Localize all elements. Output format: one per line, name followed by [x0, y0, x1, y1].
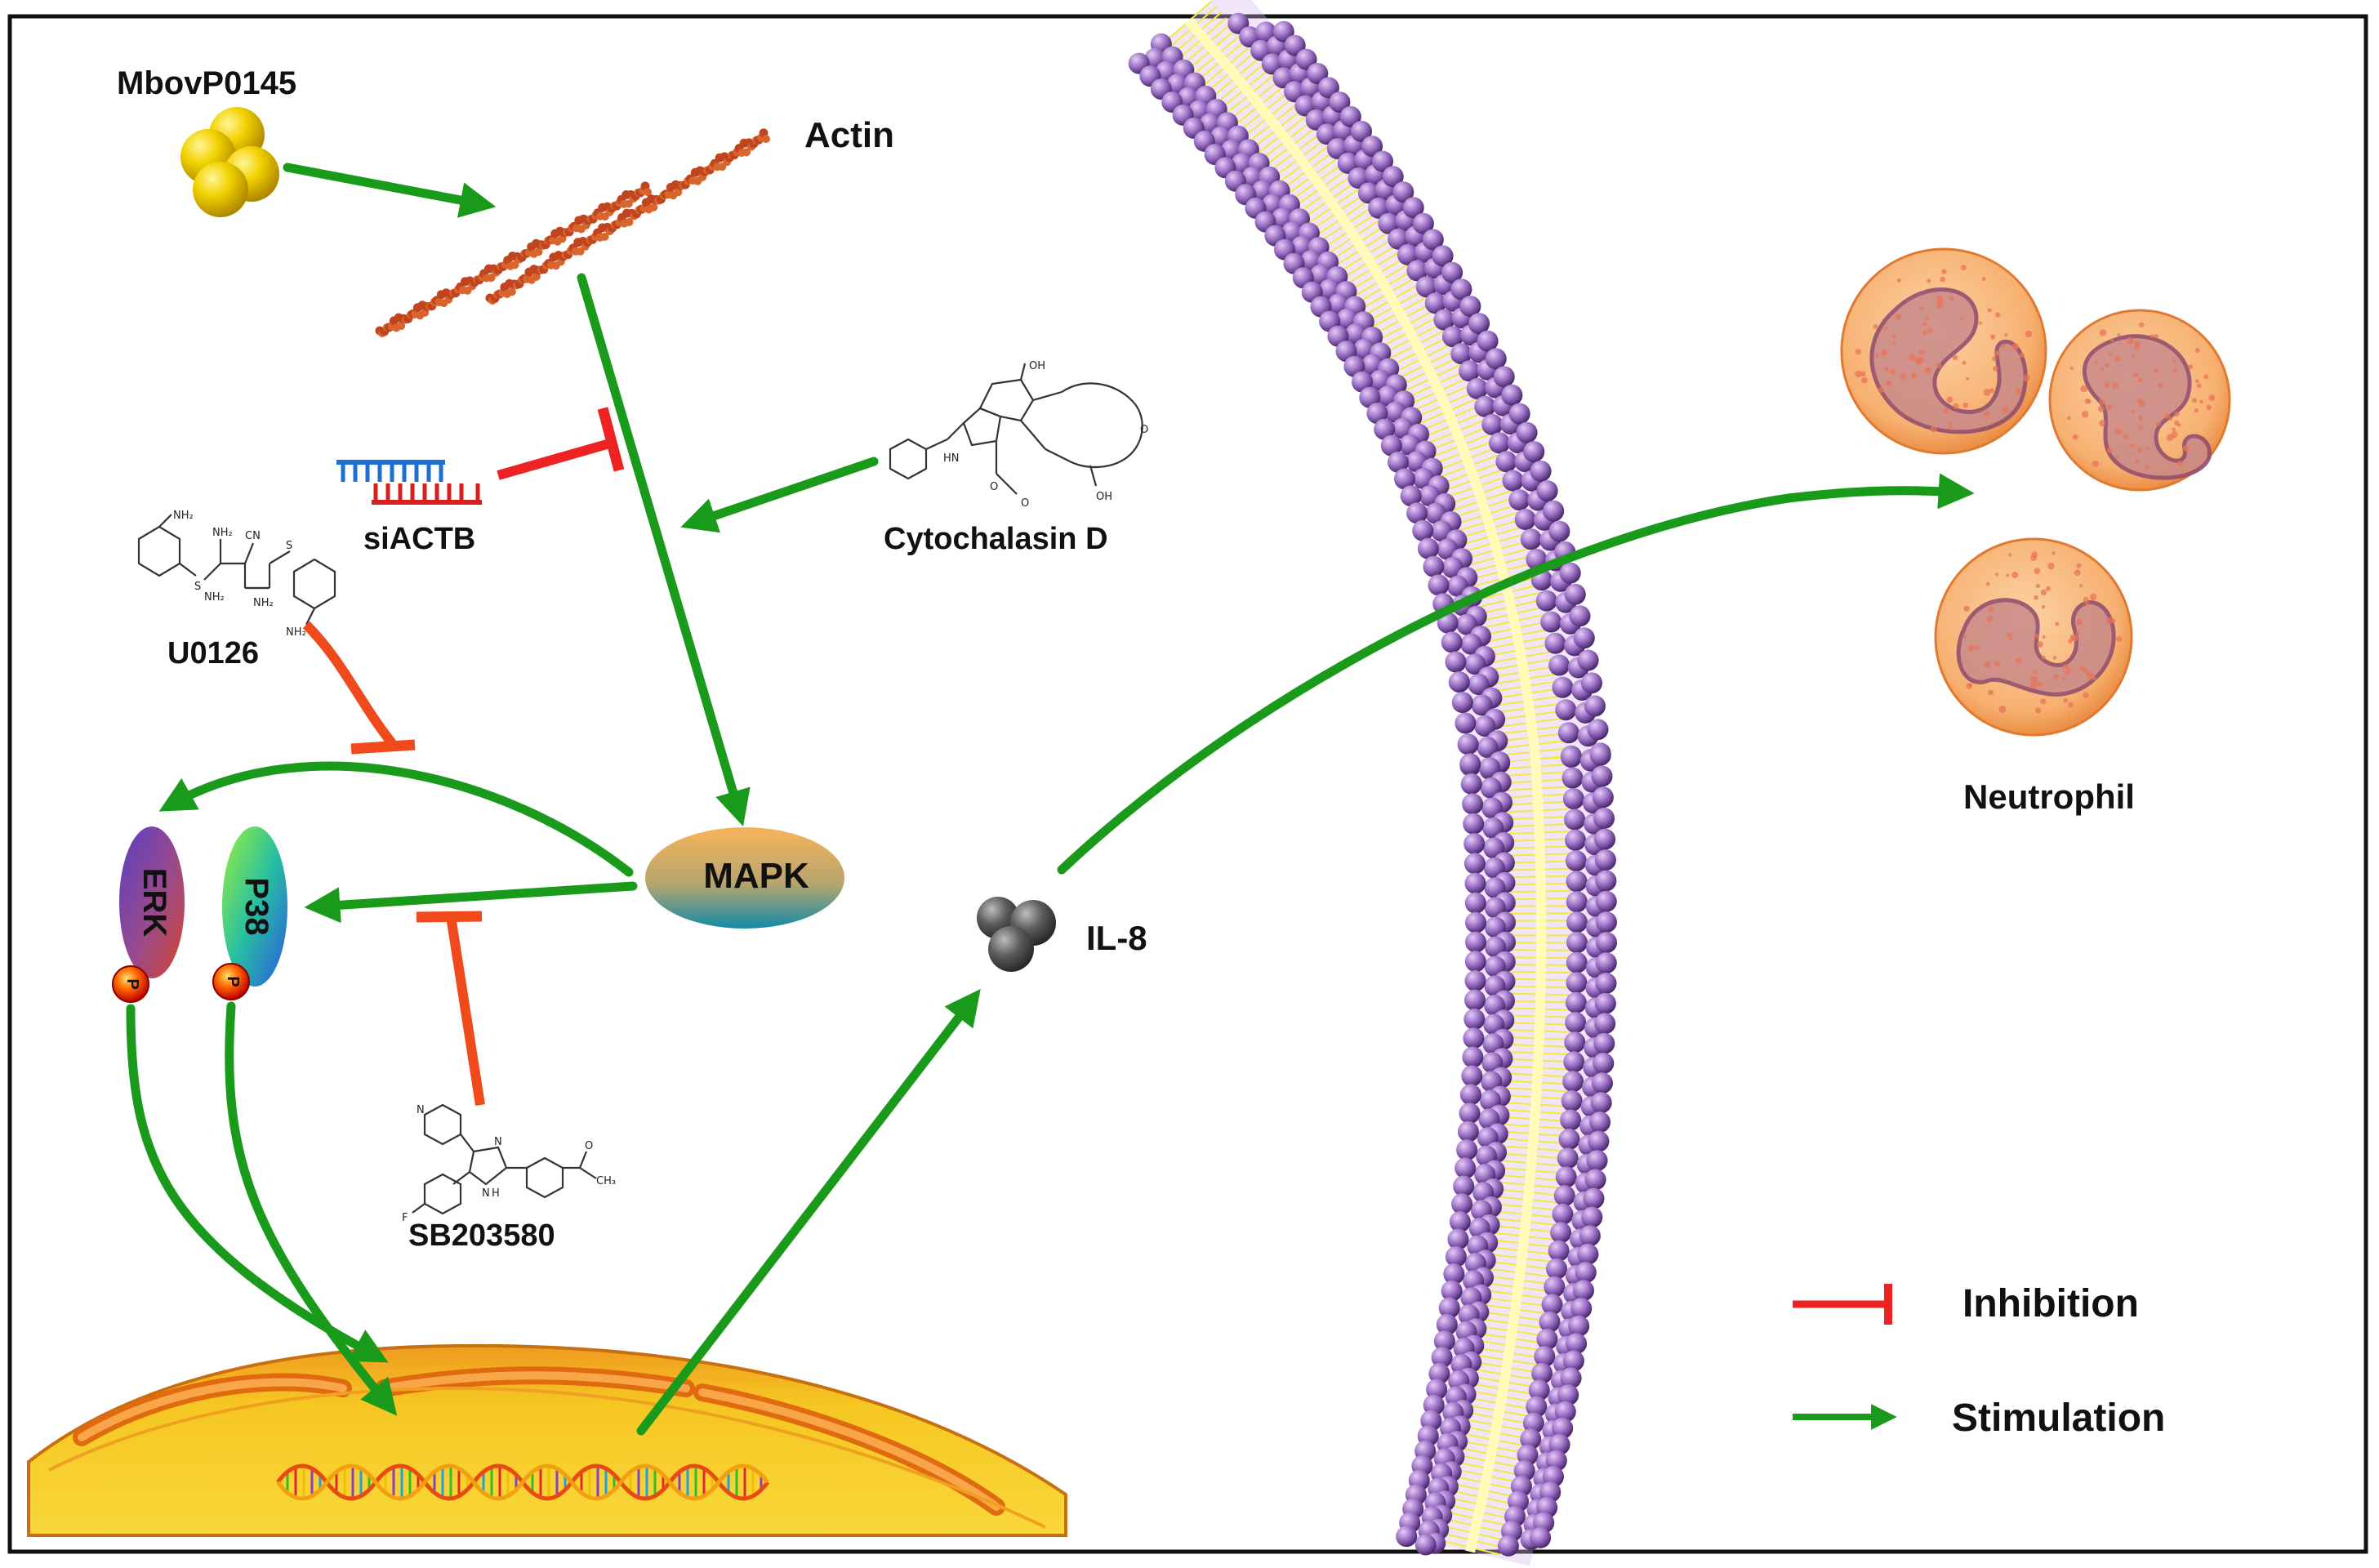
legend: Inhibition Stimulation — [1793, 1282, 2165, 1440]
svg-text:NH₂: NH₂ — [173, 510, 194, 522]
siactb-icon — [336, 460, 482, 505]
stimulation-arrows — [126, 163, 1975, 1436]
mapk-node: MAPK — [645, 827, 844, 929]
siactb-label: siACTB — [363, 522, 475, 556]
mbovp0145-label: MbovP0145 — [117, 65, 296, 101]
nucleus-to-il8-arrow — [636, 989, 981, 1436]
svg-text:NH₂: NH₂ — [212, 527, 233, 539]
svg-text:CH₃: CH₃ — [596, 1175, 616, 1187]
svg-text:N: N — [417, 1104, 425, 1116]
svg-text:S: S — [194, 581, 201, 593]
neutrophil-cell — [1934, 537, 2133, 737]
inhibition-lines — [302, 407, 625, 1106]
svg-text:NH₂: NH₂ — [204, 591, 225, 604]
legend-inhibition-label: Inhibition — [1962, 1282, 2139, 1325]
svg-text:NH₂: NH₂ — [286, 626, 306, 639]
p38-phospho-icon: P — [212, 963, 250, 1000]
u0126-label: U0126 — [167, 636, 259, 670]
cytochalasin-d-structure: HN OH O OH O O — [889, 360, 1148, 510]
il8-icon — [977, 897, 1056, 972]
siactb-inhibition — [497, 407, 625, 480]
mapk-to-p38-arrow — [304, 881, 638, 924]
cytochalasin-arrow — [680, 457, 879, 533]
u0126-structure: NH₂ S NH₂ CN NH₂ S NH₂ NH₂ — [137, 510, 336, 639]
erk-phospho-icon: P — [112, 965, 149, 1003]
mbovp0145-icon — [180, 107, 279, 217]
neutrophil-label: Neutrophil — [1963, 777, 2135, 816]
u0126-inhibition — [302, 621, 416, 755]
svg-text:O: O — [1140, 424, 1148, 436]
svg-text:N: N — [494, 1136, 502, 1148]
svg-text:F: F — [402, 1212, 408, 1224]
p38-label: P38 — [238, 877, 274, 935]
svg-text:O: O — [585, 1140, 593, 1152]
legend-inhibition-symbol — [1793, 1284, 1892, 1325]
svg-text:HN: HN — [943, 452, 960, 465]
sb203580-inhibition — [416, 911, 485, 1106]
svg-text:OH: OH — [1029, 360, 1045, 372]
p38-to-nucleus-arrow — [225, 1001, 398, 1416]
legend-stimulation-label: Stimulation — [1952, 1396, 2165, 1440]
svg-text:P: P — [224, 976, 242, 987]
svg-text:O: O — [1021, 497, 1029, 510]
il8-label: IL-8 — [1086, 919, 1147, 957]
mapk-to-erk-arrow — [158, 761, 634, 877]
p38-node: P38 — [222, 826, 287, 987]
svg-text:CN: CN — [245, 530, 261, 542]
svg-text:P: P — [123, 978, 141, 989]
erk-label: ERK — [136, 868, 172, 938]
svg-text:OH: OH — [1096, 491, 1112, 503]
cell-membrane — [1128, 0, 1617, 1566]
dna-helix — [276, 1463, 769, 1501]
il8-to-neutrophil-arrow — [1057, 473, 1975, 875]
erk-node: ERK — [119, 826, 185, 978]
mbov-to-actin-arrow — [283, 163, 497, 218]
mapk-label: MAPK — [703, 856, 809, 896]
actin-filaments — [375, 128, 770, 337]
cytochalasin-d-label: Cytochalasin D — [884, 522, 1108, 556]
actin-to-mapk-arrow — [577, 273, 751, 826]
actin-label: Actin — [804, 115, 894, 155]
svg-text:O: O — [990, 481, 998, 493]
svg-text:N: N — [482, 1187, 490, 1200]
svg-text:NH₂: NH₂ — [253, 597, 274, 609]
sb203580-label: SB203580 — [408, 1218, 555, 1253]
svg-text:H: H — [492, 1187, 500, 1200]
erk-to-nucleus-arrow — [126, 1004, 389, 1363]
sb203580-structure: N N N H F O CH₃ — [402, 1103, 616, 1224]
svg-text:S: S — [286, 540, 292, 552]
neutrophil-cell — [1840, 247, 2047, 455]
